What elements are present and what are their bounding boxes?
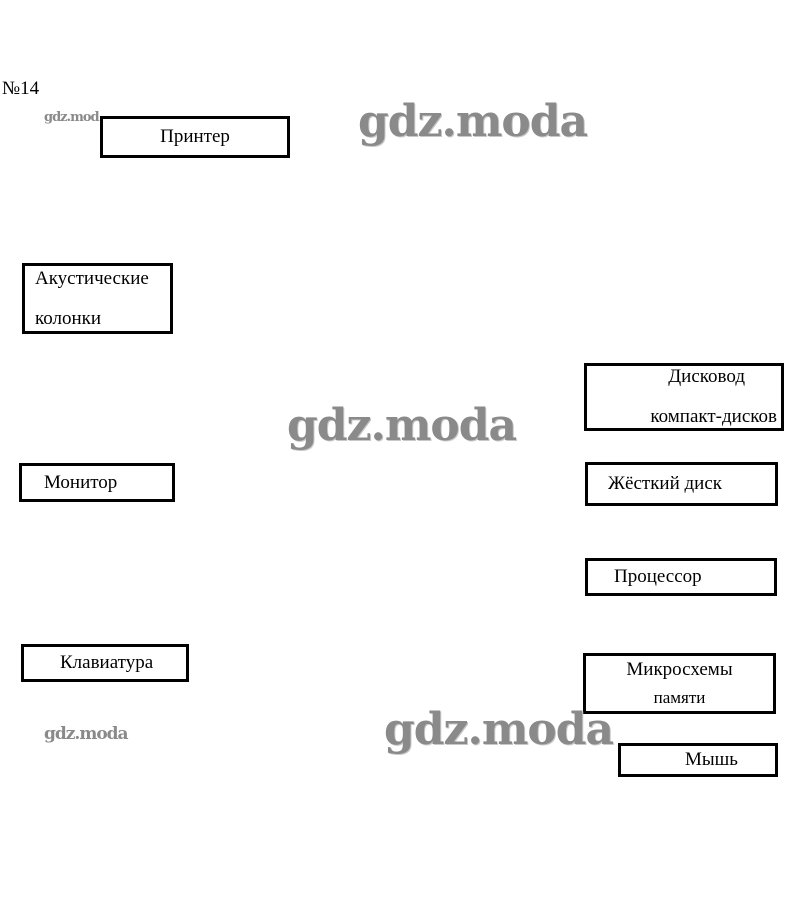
box-memory-chips-line2: памяти — [653, 687, 706, 707]
box-processor: Процессор — [585, 558, 777, 596]
box-hard-disk-label: Жёсткий диск — [608, 473, 723, 494]
box-mouse: Мышь — [618, 743, 778, 777]
box-monitor: Монитор — [19, 463, 175, 502]
box-printer: Принтер — [100, 116, 290, 158]
box-speakers-line2: колонки — [35, 307, 102, 329]
box-processor-label: Процессор — [614, 566, 702, 587]
box-memory-chips: Микросхемы памяти — [583, 653, 776, 714]
watermark-top: gdz.moda — [358, 96, 588, 147]
box-monitor-label: Монитор — [44, 471, 118, 493]
task-number: №14 — [2, 78, 40, 99]
box-cd-drive: Дисковод компакт-дисков — [584, 363, 784, 431]
watermark-bottom: gdz.moda — [384, 704, 614, 755]
box-hard-disk: Жёсткий диск — [585, 462, 778, 506]
box-keyboard: Клавиатура — [21, 644, 189, 682]
watermark-middle: gdz.moda — [287, 400, 517, 451]
box-mouse-label: Мышь — [685, 749, 738, 770]
box-speakers: Акустические колонки — [22, 263, 173, 334]
box-speakers-line1: Акустические — [35, 267, 149, 289]
box-memory-chips-line1: Микросхемы — [626, 658, 733, 680]
box-cd-drive-line2: компакт-дисков — [650, 406, 777, 427]
box-printer-label: Принтер — [160, 126, 230, 147]
box-keyboard-label: Клавиатура — [60, 652, 154, 673]
box-cd-drive-line1: Дисковод — [668, 366, 745, 387]
watermark-small-top: gdz.mod — [44, 110, 100, 125]
watermark-small-bottom: gdz.moda — [44, 724, 129, 744]
